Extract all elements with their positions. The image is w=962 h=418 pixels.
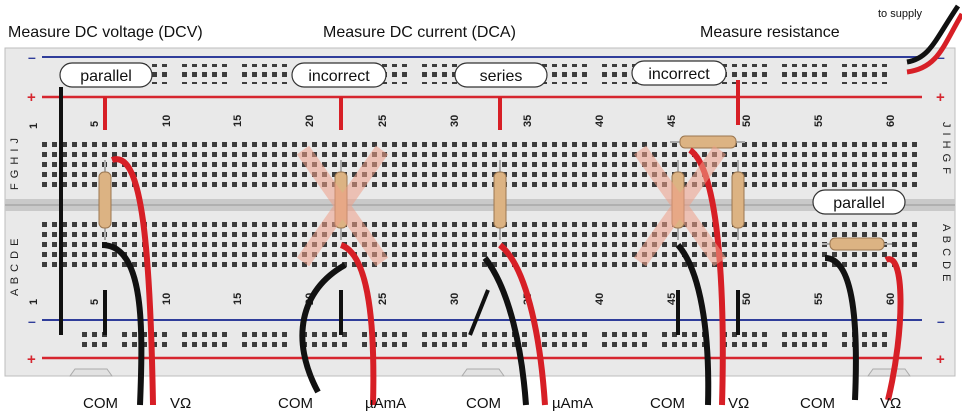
column-number: 20: [304, 115, 316, 127]
rail-sign-plus: +: [936, 89, 945, 106]
breadboard: [4, 47, 956, 377]
column-number: 5: [89, 299, 101, 305]
column-number: 15: [232, 293, 244, 305]
column-number: 55: [813, 293, 825, 305]
column-number: 45: [666, 115, 678, 127]
board-foot: [867, 368, 911, 377]
column-number: 60: [885, 293, 897, 305]
tag-bubble: [812, 189, 906, 215]
tag-bubble: [454, 62, 548, 88]
probe-wire-red: [110, 156, 156, 406]
probe-wire-red: [498, 242, 548, 406]
probe-label-v-ohm: VΩ: [170, 395, 191, 412]
probe-wire-black: [101, 242, 145, 406]
resistor: [679, 135, 737, 149]
probe-wire-red: [884, 256, 904, 401]
tag-incorrect: incorrect: [308, 68, 370, 85]
column-number: 45: [666, 293, 678, 305]
tag-parallel: parallel: [833, 195, 885, 212]
probe-label-com: COM: [800, 395, 835, 412]
board-foot: [461, 368, 505, 377]
column-number: 25: [377, 293, 389, 305]
column-number: 10: [161, 115, 173, 127]
heading-resistance: Measure resistance: [700, 24, 840, 41]
probe-wire-black: [482, 256, 529, 406]
row-letters-top-left: F G H I J: [9, 137, 21, 190]
probe-wire-black: [824, 255, 859, 401]
probe-label-com: COM: [83, 395, 118, 412]
rail-sign-minus: –: [28, 313, 36, 329]
supply-note: to supply: [878, 8, 923, 20]
tag-bubble: [291, 62, 387, 88]
resistor: [829, 237, 885, 251]
resistor: [731, 171, 745, 229]
hole-grid-bottom: [42, 222, 922, 272]
rail-sign-plus: +: [27, 89, 36, 106]
rail-sign-minus: –: [937, 49, 945, 65]
column-number: 60: [885, 115, 897, 127]
probe-wire-black: [299, 262, 347, 394]
resistor: [493, 171, 507, 229]
rail-sign-plus: +: [936, 351, 945, 368]
column-number: 1: [28, 299, 40, 305]
jumper-wire-black: [468, 289, 490, 336]
column-number: 5: [89, 121, 101, 127]
supply-wire-red: [906, 12, 962, 75]
probe-wire-black: [675, 243, 712, 406]
column-number: 1: [28, 123, 40, 129]
column-number: 25: [377, 115, 389, 127]
heading-dca: Measure DC current (DCA): [323, 24, 516, 41]
column-number: 30: [449, 115, 461, 127]
incorrect-cross-icon: [296, 145, 389, 267]
column-number: 30: [449, 293, 461, 305]
rail-sign-minus: –: [28, 49, 36, 65]
row-letters-top-right: J I H G F: [940, 122, 952, 175]
probe-label-com: COM: [278, 395, 313, 412]
probe-label-v-ohm: VΩ: [880, 395, 901, 412]
probe-label-v-ohm: VΩ: [728, 395, 749, 412]
probe-wire-red: [339, 242, 377, 406]
column-number: 50: [741, 115, 753, 127]
probe-label-com: COM: [466, 395, 501, 412]
tag-series: series: [480, 68, 523, 85]
supply-wire-black: [906, 4, 961, 65]
probe-label-ua-ma: µAmA: [552, 395, 593, 412]
column-number: 40: [594, 115, 606, 127]
incorrect-cross-icon: [633, 145, 727, 267]
row-letters-bottom-left: A B C D E: [9, 237, 21, 296]
column-number: 15: [232, 115, 244, 127]
probe-wire-red: [688, 147, 726, 406]
probe-label-ua-ma: µAmA: [365, 395, 406, 412]
column-number: 55: [813, 115, 825, 127]
column-number: 50: [741, 293, 753, 305]
board-foot: [69, 368, 113, 377]
column-number: 40: [594, 293, 606, 305]
rail-sign-plus: +: [27, 351, 36, 368]
hole-grid-top: [42, 137, 922, 187]
column-number: 10: [161, 293, 173, 305]
tag-bubble: [631, 60, 727, 86]
tag-incorrect: incorrect: [648, 66, 710, 83]
bottom-rail-holes: [82, 327, 902, 347]
tag-parallel: parallel: [80, 68, 132, 85]
rail-sign-minus: –: [937, 313, 945, 329]
heading-dcv: Measure DC voltage (DCV): [8, 24, 203, 41]
column-number: 35: [522, 115, 534, 127]
row-letters-bottom-right: A B C D E: [940, 224, 952, 283]
tag-bubble: [59, 62, 153, 88]
probe-label-com: COM: [650, 395, 685, 412]
resistor: [98, 171, 112, 229]
